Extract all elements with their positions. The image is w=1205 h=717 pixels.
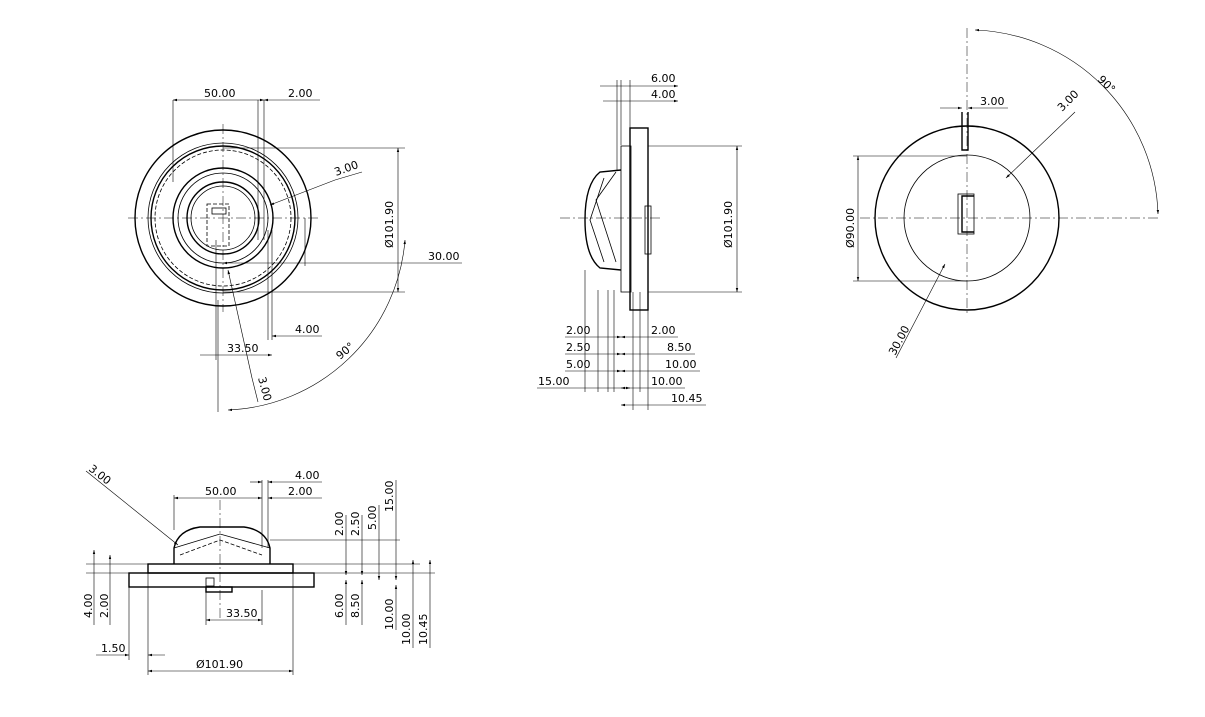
side-dim-6: 6.00 xyxy=(651,72,676,85)
bottom-dim-left-4: 4.00 xyxy=(82,594,95,619)
front-dim-angle-90: 90° xyxy=(334,340,357,362)
bottom-dim-v-10a: 10.00 xyxy=(383,599,396,631)
front-dim-30: 30.00 xyxy=(428,250,460,263)
side-view: 6.00 4.00 Ø101.90 2.00 2.50 5.00 15.00 xyxy=(537,72,742,410)
side-dim-left-2: 2.00 xyxy=(566,324,591,337)
bottom-dim-left-1-5: 1.50 xyxy=(101,642,126,655)
side-dim-left-5: 5.00 xyxy=(566,358,591,371)
bottom-dim-v-6: 6.00 xyxy=(333,594,346,619)
back-view: 3.00 3.00 90° Ø90.00 30.00 xyxy=(844,28,1160,359)
bottom-dim-v-15: 15.00 xyxy=(383,481,396,513)
side-dim-4: 4.00 xyxy=(651,88,676,101)
bottom-dim-top-2: 2.00 xyxy=(288,485,313,498)
side-dim-right-10b: 10.00 xyxy=(651,375,683,388)
bottom-dim-v-10b: 10.00 xyxy=(400,614,413,646)
front-dim-fillet-3: 3.00 xyxy=(333,158,360,179)
front-dim-dia-101: Ø101.90 xyxy=(383,201,396,248)
front-dim-33: 33.50 xyxy=(227,342,259,355)
bottom-dim-v-2-5: 2.50 xyxy=(349,512,362,537)
bottom-view-geometry xyxy=(128,500,315,620)
bottom-dim-v-10-45: 10.45 xyxy=(417,614,430,646)
side-dim-dia-101: Ø101.90 xyxy=(722,201,735,248)
side-dim-right-10-45: 10.45 xyxy=(671,392,703,405)
back-dim-30: 30.00 xyxy=(886,323,912,357)
back-dim-slot-3: 3.00 xyxy=(980,95,1005,108)
bottom-dim-33: 33.50 xyxy=(226,607,258,620)
side-dim-right-8-5: 8.50 xyxy=(667,341,692,354)
bottom-view-dimensions: 3.00 4.00 2.00 50.00 2.00 2.50 5.00 15.0… xyxy=(82,462,435,675)
back-dim-dia-90: Ø90.00 xyxy=(844,208,857,248)
back-dim-fillet-3: 3.00 xyxy=(1055,88,1082,115)
back-view-geometry xyxy=(860,28,1160,314)
side-dim-left-15: 15.00 xyxy=(538,375,570,388)
bottom-dim-fillet-3: 3.00 xyxy=(86,462,113,487)
back-dim-angle-90: 90° xyxy=(1095,73,1118,96)
front-dim-4: 4.00 xyxy=(295,323,320,336)
bottom-dim-width-50: 50.00 xyxy=(205,485,237,498)
bottom-view: 3.00 4.00 2.00 50.00 2.00 2.50 5.00 15.0… xyxy=(82,462,435,675)
side-dim-right-10a: 10.00 xyxy=(665,358,697,371)
side-dim-left-2-5: 2.50 xyxy=(566,341,591,354)
front-view: 50.00 2.00 3.00 Ø101.90 30.00 4.00 xyxy=(128,87,462,412)
side-view-dimensions: 6.00 4.00 Ø101.90 2.00 2.50 5.00 15.00 xyxy=(537,72,742,410)
bottom-dim-dia-101: Ø101.90 xyxy=(196,658,243,671)
back-view-dimensions: 3.00 3.00 90° Ø90.00 30.00 xyxy=(844,28,1160,359)
bottom-dim-top-4: 4.00 xyxy=(295,469,320,482)
front-dim-fillet-3b: 3.00 xyxy=(255,375,274,402)
bottom-dim-v-2: 2.00 xyxy=(333,512,346,537)
side-dim-right-2: 2.00 xyxy=(651,324,676,337)
front-dim-50: 50.00 xyxy=(204,87,236,100)
bottom-dim-left-2: 2.00 xyxy=(98,594,111,619)
front-view-geometry xyxy=(128,124,320,312)
bottom-dim-v-8-5: 8.50 xyxy=(349,594,362,619)
side-view-geometry xyxy=(560,127,660,311)
front-dim-2: 2.00 xyxy=(288,87,313,100)
bottom-dim-v-5: 5.00 xyxy=(366,506,379,531)
front-view-dimensions: 50.00 2.00 3.00 Ø101.90 30.00 4.00 xyxy=(172,87,462,412)
